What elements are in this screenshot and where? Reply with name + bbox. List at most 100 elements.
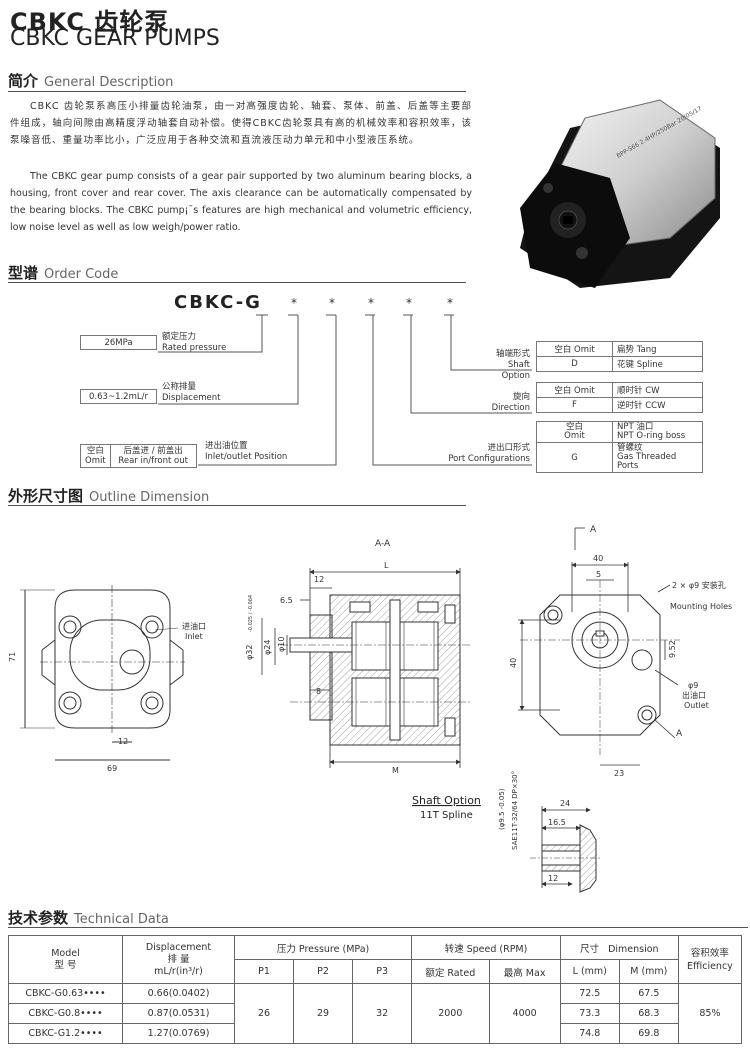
cell-model: CBKC-G1.2•••• (7, 1023, 124, 1044)
order-code: CBKC-G (174, 292, 262, 313)
order-star-5: * (447, 296, 453, 310)
th-rated: 额定 Rated (411, 959, 490, 984)
displacement-box: 0.63~1.2mL/r (80, 389, 157, 404)
th-eff-cn: 容积效率 (690, 947, 729, 959)
side-view (518, 527, 680, 766)
displacement-label-en: Displacement (162, 393, 221, 403)
th-model-cn: 型 号 (54, 959, 77, 971)
port-table: 空白 Omit NPT 油口 NPT O-ring boss G 管螺纹 Gas… (536, 421, 703, 473)
page-title-en: CBKC GEAR PUMPS (10, 26, 220, 51)
rated-pressure-box: 26MPa (80, 335, 157, 350)
order-star-2: * (329, 296, 335, 310)
th-model-en: Model (51, 947, 80, 959)
order-star-3: * (368, 296, 374, 310)
intro-para-cn: CBKC 齿轮泵系高压小排量齿轮油泵，由一对高强度齿轮、轴套、泵体、前盖、后盖等… (10, 101, 472, 146)
th-max: 最高 Max (488, 959, 561, 984)
port-desc-1-b: Gas Threaded Ports (617, 452, 677, 471)
tech-table: Model 型 号 Displacement 排 量 mL/r(in³/r) 压… (7, 935, 743, 1044)
port-desc-0-b: NPT O-ring boss (617, 431, 686, 441)
dim-16-5: 16.5 (548, 818, 566, 827)
intro-para-en: The CBKC gear pump consists of a gear pa… (10, 171, 472, 233)
port-code-0-cn: 空白 (565, 422, 583, 432)
dim-24: 24 (560, 799, 570, 808)
direction-label: 旋向 Direction (478, 392, 530, 414)
shaft-desc-0-en: Tang (636, 345, 657, 355)
th-p2: P2 (293, 959, 354, 984)
direction-code-0: 空白 Omit (536, 382, 613, 398)
dim-40: 40 (593, 554, 603, 563)
inlet-label-cn: 进油口 (182, 621, 206, 631)
intro-heading-en: General Description (44, 75, 174, 90)
dim-69: 69 (107, 764, 117, 773)
displacement-value: 0.63~1.2mL/r (80, 389, 157, 404)
dim-phi24: φ24 (263, 640, 272, 655)
cell-L: 74.8 (559, 1023, 620, 1044)
shaft-code-0: 空白 Omit (536, 341, 613, 357)
port-desc-1: 管螺纹 Gas Threaded Ports (612, 442, 703, 473)
th-eff-en: Efficiency (687, 960, 733, 972)
dim-6-5: 6.5 (280, 596, 293, 605)
cell-model: CBKC-G0.63•••• (7, 983, 124, 1004)
dim-71: 71 (8, 652, 17, 662)
port-code-1: G (536, 442, 613, 473)
inlet-label-en: Inlet (185, 632, 203, 641)
dim-L: L (384, 561, 389, 570)
cell-disp: 1.27(0.0769) (122, 1023, 235, 1044)
order-heading-en: Order Code (44, 267, 119, 282)
outline-heading-en: Outline Dimension (89, 490, 210, 505)
port-code-0-en: Omit (564, 431, 585, 441)
shaft-option-title: Shaft Option (412, 794, 481, 807)
cell-p1: 26 (233, 983, 295, 1044)
rated-pressure-label-cn: 额定压力 (162, 332, 197, 342)
dim-phi10: φ10 (277, 637, 286, 652)
port-desc-0: NPT 油口 NPT O-ring boss (612, 421, 703, 443)
rated-pressure-value: 26MPa (80, 335, 157, 350)
port-label-cn: 进出口形式 (487, 443, 530, 453)
section-a-bottom: A (676, 729, 683, 739)
intro-heading-cn: 简介 (8, 72, 39, 90)
dim-12: 12 (314, 575, 324, 584)
shaft-label: 轴端形式 Shaft Option (478, 349, 530, 382)
spline-phi: (φ9.5 -0.05) (498, 788, 506, 830)
page-title-cn: CBKC 齿轮泵 (10, 8, 170, 36)
intro-heading: 简介 General Description (8, 70, 173, 91)
dim-23: 23 (614, 769, 624, 778)
order-star-1: * (291, 296, 297, 310)
shaft-desc-1-cn: 花键 (617, 360, 635, 370)
inlet-outlet-opt1: 空白 Omit (80, 444, 111, 468)
inlet-outlet-opt2: 后盖进 / 前盖出 Rear in/front out (109, 444, 197, 468)
displacement-label-cn: 公称排量 (162, 382, 197, 392)
mount-holes-en: Mounting Holes (670, 602, 732, 611)
th-dim-cn: 尺寸 (580, 943, 600, 955)
tech-heading-cn: 技术参数 (8, 909, 69, 927)
port-label: 进出口形式 Port Configurations (440, 443, 530, 465)
th-disp: Displacement 排 量 mL/r(in³/r) (122, 935, 235, 984)
divider (8, 505, 466, 506)
cell-M: 69.8 (618, 1023, 679, 1044)
spline-spec: SAE11T-32/64 DP×30° (511, 771, 519, 850)
direction-label-en: Direction (491, 403, 530, 413)
cell-eff: 85% (677, 983, 743, 1044)
direction-desc-1: 逆时针 CCW (612, 397, 703, 413)
section-a-top: A (590, 525, 597, 535)
direction-code-1: F (536, 397, 613, 413)
cell-disp: 0.87(0.0531) (122, 1003, 235, 1024)
shaft-table: 空白 Omit 扁势 Tang D 花键 Spline (536, 341, 703, 372)
dim-12c: 12 (548, 874, 558, 883)
outline-drawing: 71 69 12 进油口 Inlet (8, 525, 732, 893)
dim-M: M (392, 766, 399, 775)
cell-M: 67.5 (618, 983, 679, 1004)
shaft-label-cn: 轴端形式 (495, 349, 530, 359)
shaft-desc-1: 花键 Spline (612, 356, 703, 372)
shaft-desc-0: 扁势 Tang (612, 341, 703, 357)
dim-9-52: 9.52 (668, 640, 677, 658)
table-row: CBKC-G0.63•••• 0.66(0.0402) 26 29 32 200… (7, 983, 743, 1044)
cell-p2: 29 (293, 983, 354, 1044)
order-star-4: * (406, 296, 412, 310)
th-disp-unit: mL/r(in³/r) (154, 965, 203, 977)
th-p3: P3 (352, 959, 413, 984)
pump-photo: BPP-S66 2.4HP/250Bar 20/05/17 (520, 99, 720, 288)
dim-12b: 12 (118, 737, 128, 746)
cell-max: 4000 (488, 983, 561, 1044)
